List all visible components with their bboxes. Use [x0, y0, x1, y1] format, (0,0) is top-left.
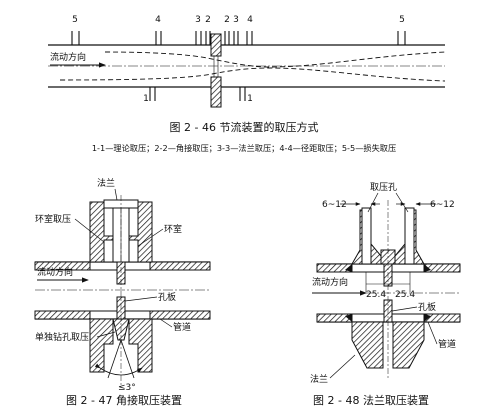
fig47-flange-label: 法兰 [97, 177, 115, 189]
fig46-upper-taps [71, 31, 406, 45]
tap-label-3-left: 3 [195, 15, 201, 25]
fig46-lower-streamline [59, 67, 446, 82]
tap-label-4-left: 4 [155, 15, 161, 25]
fig48-flow-label: 流动方向 [312, 276, 348, 288]
fig46-orifice-lower [210, 76, 222, 108]
fig48-gasket-ur [424, 264, 431, 272]
tap-label-4-right: 4 [247, 15, 253, 25]
fig47-angle-label: ≤3° [118, 383, 136, 393]
tap-label-3-right: 3 [233, 15, 239, 25]
fig48-pipe-wall-ll [316, 313, 353, 323]
fig47-orifice-label: 孔板 [158, 291, 176, 303]
fig48-flange-lower-right [392, 321, 425, 369]
fig48-tap-hole-leader-r [395, 192, 409, 213]
fig47-flange-lower-right [128, 318, 153, 373]
fig48-dist-left-label: 25.4 [366, 290, 386, 300]
fig46-lower-taps [149, 87, 246, 101]
fig46-diagram: 5 4 3 2 2 3 4 5 1 1 流动方向 图 2 - 46 节流装置的取… [48, 15, 446, 153]
fig48-dim-left-label: 6~12 [322, 200, 347, 210]
tap-label-1-right: 1 [247, 94, 253, 104]
fig47-flow-label: 流动方向 [37, 266, 73, 278]
fig48-tap-hole-leader-l [367, 192, 379, 213]
fig47-single-hole-leader [96, 331, 116, 338]
fig47-orifice-leader [124, 296, 158, 302]
fig47-angle-arc [94, 363, 143, 376]
fig47-diagram: 法兰 环室取压 环室 流动方向 孔板 单独钻孔取压 管道 ≤3° 图 2 - 4… [34, 177, 211, 407]
fig48-pipe-label: 管道 [438, 338, 456, 350]
fig48-flange-lower-left [351, 321, 384, 369]
fig47-pipe-wall-ur [149, 261, 211, 271]
fig47-caption: 图 2 - 47 角接取压装置 [66, 394, 182, 407]
fig47-flange-leader [114, 188, 118, 201]
fig48-pipe-leader [427, 321, 438, 345]
fig47-pipe-label: 管道 [173, 321, 191, 333]
fig47-annular-tapping-leader [74, 218, 105, 243]
fig47-angle-line-left [107, 339, 122, 379]
tap-label-2-right: 2 [224, 15, 230, 25]
fig47-pipe-wall-lr [149, 310, 211, 320]
fig47-angle-line-right [120, 339, 135, 379]
fig48-tap-left [361, 207, 372, 265]
fig46-caption: 图 2 - 46 节流装置的取压方式 [170, 120, 319, 134]
fig47-annular-tapping-label: 环室取压 [35, 213, 71, 225]
fig47-annular-chamber-leader [137, 228, 164, 247]
fig48-orifice-leader [391, 306, 418, 312]
fig48-flange-label: 法兰 [310, 373, 328, 385]
tap-label-5-left: 5 [72, 15, 78, 25]
fig47-flange-lower-left [89, 318, 114, 373]
fig48-orifice-label: 孔板 [418, 301, 436, 313]
fig48-pipe-wall-ul [316, 263, 353, 273]
fig48-tap-hole-label: 取压孔 [370, 182, 397, 193]
fig48-gasket-ll [345, 314, 352, 322]
tap-label-5-right: 5 [399, 15, 405, 25]
tap-label-1-left: 1 [143, 94, 149, 104]
fig48-dim-right-label: 6~12 [430, 200, 455, 210]
fig47-pipe-wall-ul [34, 261, 91, 271]
fig48-tap-right [404, 207, 415, 265]
fig48-gasket-ul [345, 264, 352, 272]
fig47-chamber-right [128, 239, 139, 263]
fig47-chamber-left [103, 239, 114, 263]
fig47-pipe-wall-ll [34, 310, 91, 320]
fig46-orifice-upper [210, 33, 222, 57]
fig46-legend: 1-1—理论取压；2-2—角接取压；3-3—法兰取压；4-4—径距取压；5-5—… [92, 143, 396, 153]
fig47-single-hole-label: 单独钻孔取压 [35, 331, 89, 343]
tap-label-2-left: 2 [205, 15, 211, 25]
fig47-pipe-leader [159, 318, 173, 328]
fig48-flange-leader [329, 354, 356, 379]
fig48-pipe-wall-lr [423, 313, 461, 323]
fig48-gasket-lr [424, 314, 431, 322]
fig46-upper-streamline [104, 51, 446, 68]
fig48-pipe-wall-ur [423, 263, 461, 273]
fig46-orifice-bore [213, 55, 219, 78]
fig48-caption: 图 2 - 48 法兰取压装置 [313, 393, 429, 407]
fig48-diagram: 取压孔 6~12 6~12 流动方向 25.4 25.4 孔板 管道 法兰 图 … [310, 182, 461, 407]
fig46-flow-label: 流动方向 [50, 51, 86, 63]
fig47-annular-chamber-label: 环室 [164, 223, 182, 235]
fig48-dist-right-label: 25.4 [395, 290, 415, 300]
